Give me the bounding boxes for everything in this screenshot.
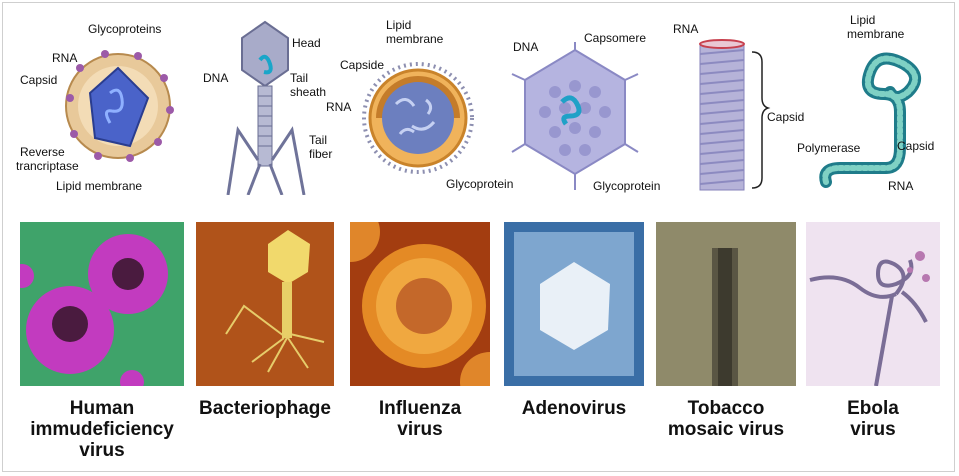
tobacco-mosaic-name-line2: mosaic virus [667,419,785,440]
hiv-transcriptase-label: trancriptase [16,159,79,173]
phage-fiber-label: fiber [309,147,333,161]
ebola-rna-label: RNA [888,179,914,193]
ebola-capsid-label: Capsid [897,139,935,153]
tmv-capsid-label: Capsid [767,110,805,124]
flu-lipid-label: Lipid [386,18,412,32]
adeno-glycoprotein-label: Glycoprotein [593,179,661,193]
ebola-diagram [819,52,921,188]
hiv-name-line3: virus [79,440,125,461]
bacteriophage-diagram [226,20,306,195]
adenovirus-name-line1: Adenovirus [521,398,627,419]
influenza-diagram [362,62,474,174]
ebola-name-line2: virus [850,419,896,440]
hiv-rna-label: RNA [52,51,78,65]
phage-tail-fiber-label: Tail [309,133,328,147]
adenovirus-name: Adenovirus [504,398,644,419]
hiv-lipid-label: Lipid membrane [56,179,143,193]
ebola-micrograph [806,222,940,386]
ebola-polymerase-label: Polymerase [797,141,861,155]
ebola-name: Ebola virus [806,398,940,440]
adeno-capsomere-label: Capsomere [584,31,647,45]
phage-dna-label: DNA [203,71,229,85]
hiv-glycoproteins-label: Glycoproteins [88,22,162,36]
hiv-reverse-label: Reverse [20,145,65,159]
ebola-membrane-label: membrane [847,27,905,41]
phage-tail-label: Tail [290,71,309,85]
ebola-name-line1: Ebola [847,398,899,419]
adeno-dna-label: DNA [513,40,539,54]
hiv-name-line1: Human [69,398,135,419]
flu-rna-label: RNA [326,100,352,114]
tobacco-mosaic-diagram [699,39,771,191]
influenza-micrograph [350,222,490,386]
flu-glycoprotein-label: Glycoprotein [446,177,514,191]
influenza-name: Influenza virus [352,398,488,440]
hiv-name-line2: immudeficiency [30,419,174,440]
tobacco-mosaic-micrograph [656,222,796,386]
adenovirus-micrograph [504,222,644,386]
hiv-micrograph [20,222,184,386]
phage-sheath-label: sheath [290,85,327,99]
tobacco-mosaic-name: Tobacco mosaic virus [656,398,796,440]
tmv-rna-label: RNA [673,22,699,36]
hiv-name: Human immudeficiency virus [22,398,182,461]
ebola-lipid-label: Lipid [850,13,876,27]
hiv-diagram [65,50,174,162]
tobacco-mosaic-name-line1: Tobacco [687,398,765,419]
bacteriophage-name: Bacteriophage [186,398,344,419]
influenza-name-line1: Influenza [378,398,462,419]
bacteriophage-micrograph [196,222,334,386]
flu-capside-label: Capside [340,58,385,72]
flu-membrane-label: membrane [386,32,444,46]
adenovirus-diagram [511,42,639,190]
bacteriophage-name-line1: Bacteriophage [199,398,331,419]
hiv-capsid-label: Capsid [20,73,58,87]
influenza-name-line2: virus [397,419,443,440]
phage-head-label: Head [292,36,321,50]
